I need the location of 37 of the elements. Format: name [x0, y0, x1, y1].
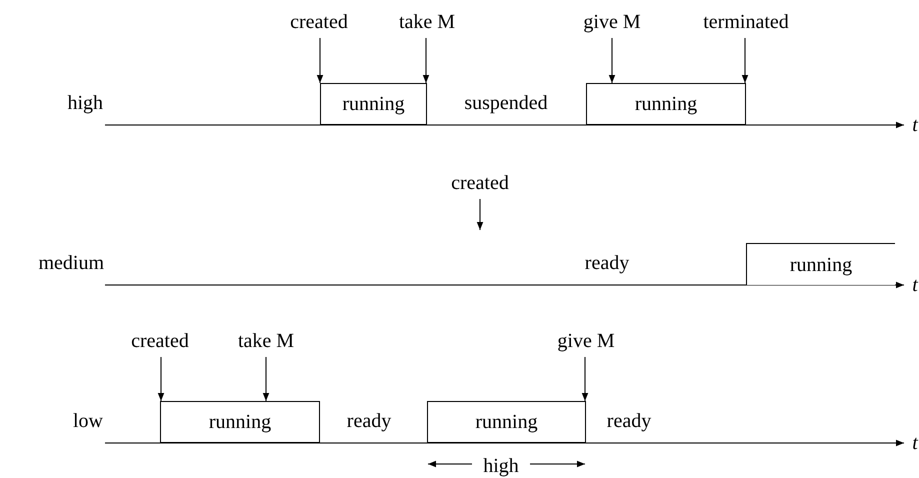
lane-label: high: [67, 93, 103, 113]
event-label: created: [131, 331, 189, 351]
state-box: [586, 83, 746, 125]
arrow: [158, 356, 164, 402]
event-label: take M: [398, 12, 456, 32]
arrow: [742, 38, 748, 84]
arrow: [582, 356, 588, 402]
state-box: [427, 401, 586, 443]
state-label: running: [790, 254, 852, 274]
arrow: [262, 356, 270, 402]
event-label: terminated: [703, 12, 789, 32]
state-label: running: [342, 94, 405, 114]
state-box: [746, 243, 895, 285]
axis-label: t: [912, 115, 918, 135]
event-label: give M: [583, 12, 641, 32]
event-label: created: [451, 173, 509, 193]
lane-label: low: [73, 411, 103, 431]
state-label: running: [208, 412, 272, 432]
state-label: running: [634, 94, 698, 114]
event-label: take M: [238, 331, 294, 351]
state-label: ready: [584, 253, 630, 273]
event-label: give M: [557, 331, 615, 351]
arrow: [476, 198, 484, 230]
state-label: running: [475, 412, 538, 432]
axis-label: t: [912, 433, 918, 453]
arrow: [422, 38, 430, 84]
event-label: created: [290, 12, 348, 32]
axis-label: t: [912, 275, 918, 295]
arrow: [608, 38, 616, 84]
state-label: ready: [346, 411, 392, 431]
arrow: [316, 38, 324, 84]
lane-label: medium: [38, 253, 104, 273]
dimension-label: high: [483, 456, 519, 476]
state-label: suspended: [464, 93, 548, 113]
state-label: ready: [606, 411, 652, 431]
state-box: [160, 401, 320, 443]
state-box: [320, 83, 427, 125]
